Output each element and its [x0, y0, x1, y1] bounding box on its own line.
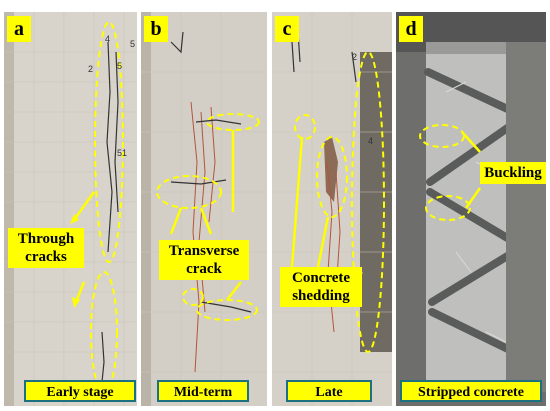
panel-c: 2 4 c Concrete shedding Late	[272, 12, 392, 406]
panel-a-crack-number-51: 51	[117, 148, 127, 158]
panel-d-letter: d	[399, 16, 423, 42]
panel-a-crack-number-4: 4	[105, 34, 110, 44]
panel-d: d Buckling Stripped concrete	[396, 12, 546, 406]
panel-c-callout: Concrete shedding	[280, 267, 362, 307]
panel-d-callout: Buckling	[480, 162, 546, 184]
panel-b-caption: Mid-term	[157, 380, 249, 402]
panel-d-photo	[396, 12, 546, 406]
panel-d-caption: Stripped concrete	[400, 380, 542, 402]
panel-a-crack-number-5a: 5	[117, 61, 122, 71]
panel-c-photo: 2 4	[272, 12, 392, 406]
panel-b-photo	[141, 12, 267, 406]
panel-a-crack-number-5b: 5	[130, 39, 135, 49]
panel-c-crack-number-2: 2	[352, 52, 357, 62]
panel-c-crack-number-4: 4	[368, 136, 373, 146]
panel-b-letter: b	[144, 16, 168, 42]
panel-b: b Transverse crack Mid-term	[141, 12, 267, 406]
panel-a-caption: Early stage	[24, 380, 136, 402]
panel-a-callout: Through cracks	[8, 228, 84, 268]
panel-a-photo: 2 4 5 5 51	[4, 12, 137, 406]
panel-b-callout: Transverse crack	[159, 240, 249, 280]
panel-c-caption: Late	[286, 380, 372, 402]
panel-a: 2 4 5 5 51 a Through cracks Early stage	[4, 12, 137, 406]
panel-c-letter: c	[275, 16, 299, 42]
panel-a-crack-number-2: 2	[88, 64, 93, 74]
panel-a-letter: a	[7, 16, 31, 42]
